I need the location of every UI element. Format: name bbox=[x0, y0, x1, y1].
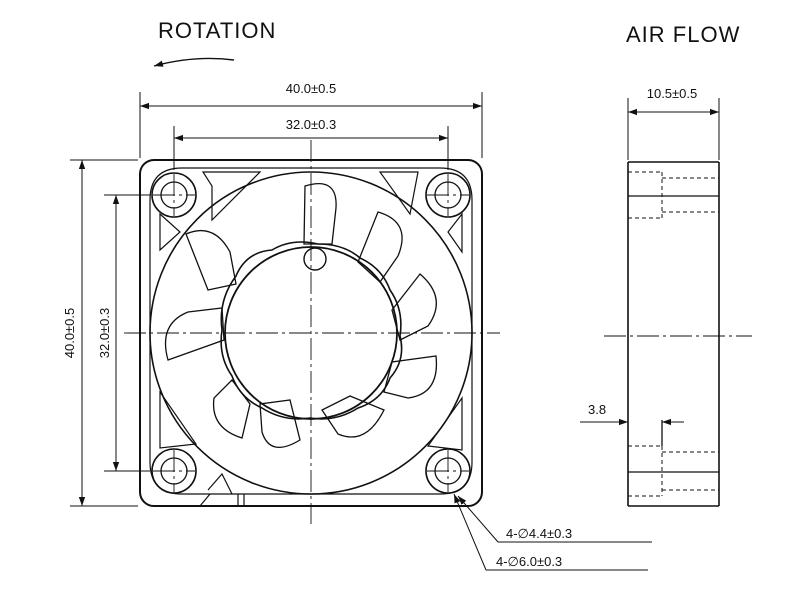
wire-exit-notch bbox=[199, 472, 245, 507]
rotation-heading: ROTATION bbox=[158, 18, 277, 43]
side-dimension-lines bbox=[580, 98, 720, 426]
dim-boss-diameter: 4-∅6.0±0.3 bbox=[496, 554, 562, 569]
corner-strut-bl bbox=[159, 390, 198, 449]
center-lines bbox=[124, 140, 500, 524]
corner-strut-tr bbox=[378, 171, 419, 216]
dim-hole-diameter: 4-∅4.4±0.3 bbox=[506, 526, 572, 541]
front-dimension-lines bbox=[70, 92, 652, 571]
corner-strut-tl bbox=[201, 171, 262, 222]
rotation-arrow-icon bbox=[153, 57, 235, 67]
dim-hole-pitch-width: 32.0±0.3 bbox=[286, 117, 337, 132]
side-strut-left bbox=[159, 212, 181, 252]
dim-overall-width: 40.0±0.5 bbox=[286, 81, 337, 96]
side-strut-right bbox=[447, 212, 463, 254]
side-view bbox=[604, 161, 752, 507]
hub-balance-hole bbox=[303, 247, 327, 271]
dim-hole-pitch-height: 32.0±0.3 bbox=[97, 308, 112, 359]
air-flow-heading: AIR FLOW bbox=[626, 22, 741, 47]
dim-thickness: 10.5±0.5 bbox=[647, 86, 698, 101]
dim-flange-thickness: 3.8 bbox=[588, 402, 606, 417]
front-view bbox=[124, 140, 500, 524]
hub-scallop bbox=[220, 241, 403, 420]
corner-strut-br bbox=[426, 396, 463, 451]
dim-overall-height: 40.0±0.5 bbox=[62, 308, 77, 359]
